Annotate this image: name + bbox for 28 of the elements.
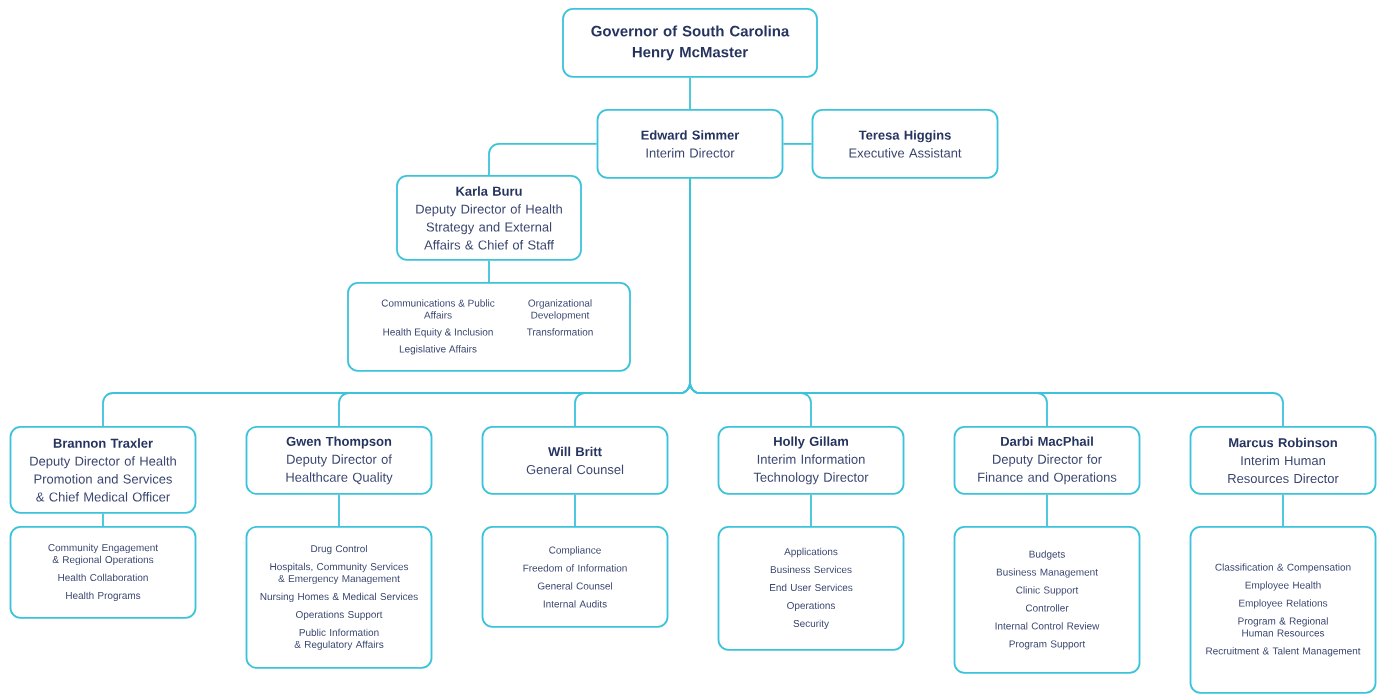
person-box: Edward Simmer Interim Director <box>596 109 784 179</box>
connector-line <box>488 143 598 176</box>
unit-box: Communications & Public Affairs Health Equity & Inclusion Legislative Affairs Organizational Development Transformation <box>347 282 631 372</box>
connector-line <box>689 76 691 110</box>
connector-line <box>338 493 340 527</box>
unit-box: Community Engagement & Regional Operations Health Collaboration Health Programs <box>9 526 197 619</box>
person-box: Will Britt General Counsel <box>481 426 669 495</box>
person-box: Marcus Robinson Interim Human Resources Director <box>1189 426 1377 495</box>
connector-line <box>574 493 576 527</box>
connector-line <box>782 143 813 145</box>
connector-line <box>1282 493 1284 527</box>
unit-box: Classification & Compensation Employee Health Employee Relations Program & Regional Human Resources Recruitment & Talent Management <box>1189 526 1377 694</box>
connector-line <box>689 177 1284 427</box>
connector-line <box>1046 493 1048 527</box>
person-box: Darbi MacPhail Deputy Director for Finance and Operations <box>953 426 1141 495</box>
person-box: Holly Gillam Interim Information Technology Director <box>717 426 905 495</box>
unit-box: Drug Control Hospitals, Community Services & Emergency Management Nursing Homes & Medical Services Operations Support Public Information & Regulatory Affairs <box>245 526 433 669</box>
connector-line <box>102 512 104 527</box>
person-box: Brannon Traxler Deputy Director of Health Promotion and Services & Chief Medical Officer <box>9 426 197 514</box>
person-box: Teresa Higgins Executive Assistant <box>811 109 999 179</box>
connector-line <box>810 493 812 527</box>
connector-line <box>488 259 490 283</box>
unit-box: Applications Business Services End User Services Operations Security <box>717 526 905 651</box>
unit-box: Budgets Business Management Clinic Support Controller Internal Control Review Program Support <box>953 526 1141 674</box>
person-box: Governor of South Carolina Henry McMaster <box>562 8 818 78</box>
person-box: Karla Buru Deputy Director of Health Strategy and External Affairs & Chief of Staff <box>396 175 582 261</box>
person-box: Gwen Thompson Deputy Director of Healthcare Quality <box>245 426 433 495</box>
unit-box: Compliance Freedom of Information General Counsel Internal Audits <box>481 526 669 628</box>
